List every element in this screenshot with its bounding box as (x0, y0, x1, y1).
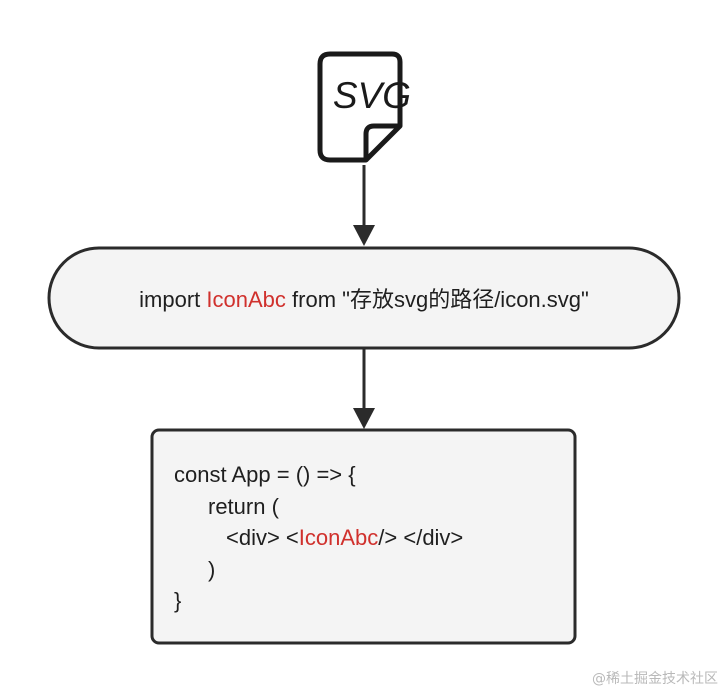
code-line-4: ) (208, 556, 216, 582)
svg-icon-label: SVG (333, 75, 411, 116)
arrowhead-2 (353, 408, 375, 429)
arrowhead-1 (353, 225, 375, 246)
code-line-3-after: /> </div> (378, 525, 464, 550)
watermark: @稀土掘金技术社区 (592, 671, 718, 687)
import-suffix: from "存放svg的路径/icon.svg" (285, 287, 589, 312)
import-component-name: IconAbc (206, 287, 286, 312)
code-line-2: return ( (208, 493, 279, 519)
code-block: const App = () => { return ( <div> <Icon… (174, 459, 564, 617)
import-prefix: import (139, 287, 207, 312)
import-statement: import IconAbc from "存放svg的路径/icon.svg" (50, 282, 678, 318)
code-line-3: <div> <IconAbc/> </div> (174, 522, 564, 554)
code-line-5: } (174, 588, 182, 613)
code-line-1: const App = () => { (174, 462, 356, 487)
code-node-shape (150, 428, 577, 645)
code-component-name: IconAbc (298, 525, 379, 550)
svg-file-icon: SVG (317, 51, 411, 163)
code-line-3-before: <div> < (226, 525, 299, 550)
